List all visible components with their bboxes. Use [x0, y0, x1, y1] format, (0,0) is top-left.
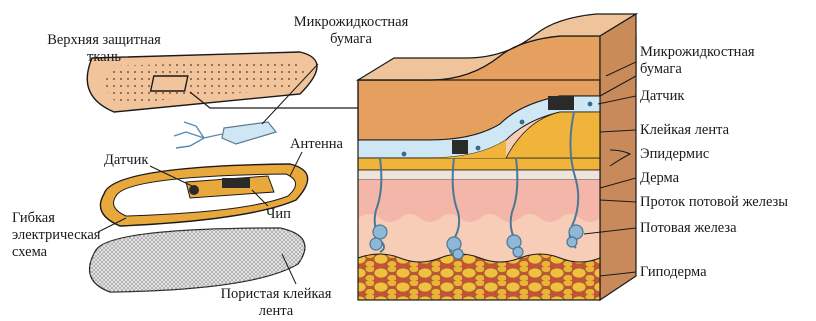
label-adhesive-tape: Клейкая лента [640, 122, 729, 139]
label-porous-tape: Пористая клейкая лента [196, 286, 356, 320]
label-top-fabric: Верхняя защитная ткань [14, 32, 194, 66]
label-porous-line2: лента [196, 303, 356, 320]
label-paper-left-line1: Микрожидкостная [276, 14, 426, 31]
label-epidermis: Эпидермис [640, 146, 709, 163]
label-top-fabric-line2: ткань [14, 49, 194, 66]
label-paper-left-line2: бумага [276, 31, 426, 48]
label-hypodermis: Гиподерма [640, 264, 707, 281]
label-top-fabric-line1: Верхняя защитная [14, 32, 194, 49]
label-chip: Чип [266, 206, 291, 223]
label-flex-line2: электрическая [12, 227, 100, 244]
label-paper-right-line2: бумага [640, 61, 755, 78]
skin-block [358, 14, 636, 300]
label-flex-line3: схема [12, 244, 100, 261]
porous-adhesive-tape [90, 228, 305, 292]
label-sensor-right: Датчик [640, 88, 684, 105]
label-sweat-duct: Проток потовой железы [640, 194, 788, 211]
label-microfluidic-paper-right: Микрожидкостная бумага [640, 44, 755, 78]
label-antenna: Антенна [290, 136, 343, 153]
label-sweat-gland: Потовая железа [640, 220, 737, 237]
label-flex-line1: Гибкая [12, 210, 100, 227]
label-flex-circuit: Гибкая электрическая схема [12, 210, 100, 261]
label-microfluidic-paper-left: Микрожидкостная бумага [276, 14, 426, 48]
microfluidic-paper-piece [174, 122, 276, 148]
label-paper-right-line1: Микрожидкостная [640, 44, 755, 61]
label-sensor-left: Датчик [104, 152, 148, 169]
label-porous-line1: Пористая клейкая [196, 286, 356, 303]
label-dermis: Дерма [640, 170, 679, 187]
